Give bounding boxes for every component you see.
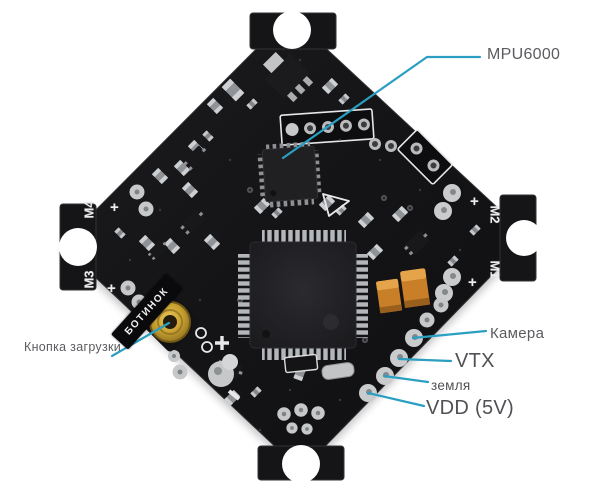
mpu6000-callout-line [281, 55, 482, 160]
mcu-chip [238, 230, 368, 360]
voltage-regulator-chip [262, 51, 314, 103]
battery-pads [168, 350, 238, 387]
notch-right [506, 220, 542, 256]
silkscreen-m2-plus: + [470, 193, 479, 210]
annotation-label-vtx: VTX [455, 350, 495, 372]
annotation-label-mpu6000: MPU6000 [487, 46, 561, 63]
silkscreen-m3: M3 [81, 270, 97, 289]
mpu6000-chip [257, 141, 322, 208]
board-components [114, 51, 481, 435]
callout-lines [110, 55, 488, 408]
silkscreen-m2: M2 [487, 205, 503, 224]
silkscreen-m1: M1 [487, 260, 503, 279]
notch-top [273, 11, 311, 49]
annotation-label-camera: Камера [490, 325, 545, 342]
camera-callout-line [411, 329, 488, 340]
notch-bottom [282, 445, 320, 483]
silkscreen-m4-plus: + [110, 199, 119, 216]
silkscreen-m1-plus: + [468, 274, 477, 291]
ground-callout-line [382, 374, 430, 384]
boot-callout-line [110, 321, 171, 358]
vtx-callout-line [397, 357, 453, 363]
annotation-label-ground: земля [431, 378, 471, 393]
annotation-label-boot-button: Кнопка загрузки [24, 340, 122, 354]
silkscreen-m4: M4 [81, 200, 97, 219]
arrow-logo [322, 193, 350, 217]
silkscreen-m3-plus: + [107, 280, 116, 297]
board-texture [128, 58, 462, 432]
uart-holes [397, 129, 453, 185]
crystal-oscillator [321, 362, 355, 380]
notch-left [59, 228, 97, 266]
annotation-label-vdd: VDD (5V) [426, 397, 514, 419]
mounting-notches [59, 11, 542, 483]
vdd-callout-line [366, 391, 426, 408]
buzzer-pads [283, 353, 319, 374]
solder-hole [369, 138, 381, 150]
battery-silkscreen [195, 327, 241, 401]
solder-hole [385, 140, 397, 152]
